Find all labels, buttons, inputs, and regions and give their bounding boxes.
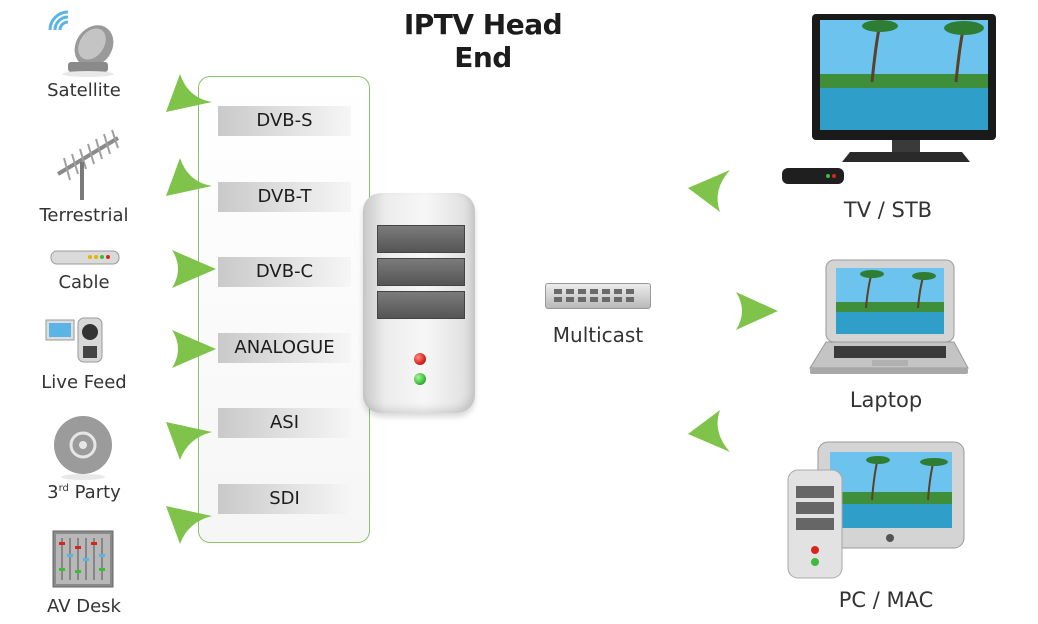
input-formats-panel <box>198 76 370 543</box>
arrow-icon <box>166 74 212 112</box>
green-led-icon <box>414 373 426 385</box>
laptop-icon <box>809 259 969 374</box>
arrow-icon <box>172 250 216 288</box>
format-sdi: SDI <box>218 484 351 514</box>
antenna-icon <box>56 129 120 200</box>
mixing-desk-icon <box>52 530 114 588</box>
cable-modem-icon <box>50 250 120 265</box>
disc-icon <box>54 416 112 480</box>
format-dvb-c: DVB-C <box>218 257 351 287</box>
source-label-live-feed: Live Feed <box>41 372 127 393</box>
arrow-icon <box>166 158 212 196</box>
red-led-icon <box>414 353 426 365</box>
source-label-terrestrial: Terrestrial <box>39 205 129 226</box>
format-asi: ASI <box>218 408 351 438</box>
multicast-label: Multicast <box>552 323 644 347</box>
source-label-3rd-party: 3rd Party <box>47 482 121 503</box>
drive-bay <box>377 225 465 253</box>
drive-bay <box>377 291 465 319</box>
arrow-icon <box>166 506 212 544</box>
output-label-pc-mac: PC / MAC <box>838 588 934 612</box>
network-switch-icon <box>545 283 651 309</box>
output-label-laptop: Laptop <box>849 388 923 412</box>
page-title: IPTV Head End <box>403 8 563 74</box>
head-end-server-icon <box>363 193 475 413</box>
arrow-icon <box>172 330 216 368</box>
format-analogue: ANALOGUE <box>218 333 351 363</box>
format-dvb-t: DVB-T <box>218 182 351 212</box>
desktop-pc-icon <box>787 441 965 579</box>
output-label-tv-stb: TV / STB <box>843 198 933 222</box>
tv-stb-icon <box>782 14 996 184</box>
drive-bay <box>377 258 465 286</box>
source-label-av-desk: AV Desk <box>47 596 121 617</box>
format-dvb-s: DVB-S <box>218 106 351 136</box>
arrow-icon <box>166 422 212 460</box>
arrow-icon <box>688 410 730 452</box>
arrow-icon <box>736 292 778 330</box>
source-label-cable: Cable <box>58 272 110 293</box>
camera-icon <box>45 317 103 363</box>
arrow-icon <box>688 170 730 212</box>
satellite-dish-icon <box>48 10 114 77</box>
source-label-satellite: Satellite <box>47 80 121 101</box>
